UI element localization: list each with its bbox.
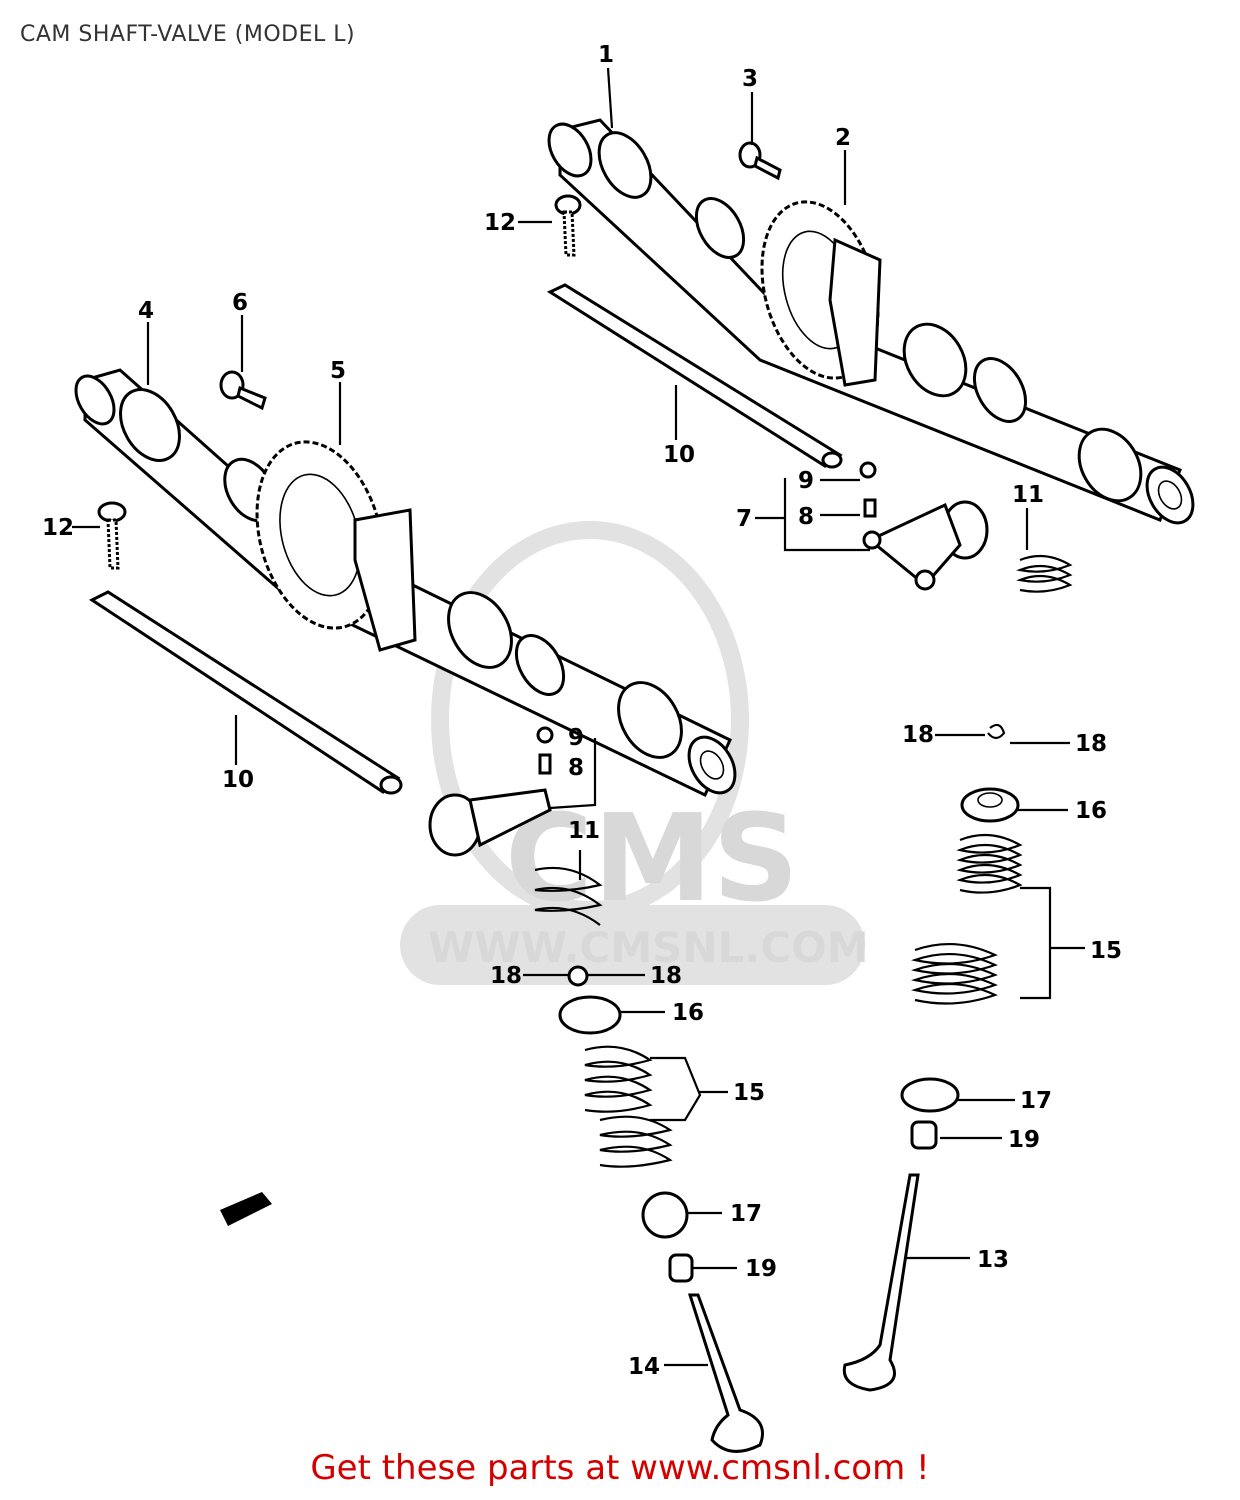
callout-18-left-a: 18 — [490, 963, 522, 989]
callout-7: 7 — [736, 506, 752, 532]
callout-18-right-a: 18 — [902, 722, 934, 748]
rocker-shaft-lower — [89, 590, 403, 795]
callout-9-upper: 9 — [798, 468, 814, 494]
bolt-6 — [219, 370, 267, 411]
callout-17-left: 17 — [730, 1201, 762, 1227]
callout-19-left: 19 — [745, 1256, 777, 1282]
front-arrow-icon — [220, 1192, 272, 1226]
callout-19-right: 19 — [1008, 1127, 1040, 1153]
callout-11-lower: 11 — [568, 818, 600, 844]
diagram-title: CAM SHAFT-VALVE (MODEL L) — [20, 22, 356, 47]
rocker-shaft-upper — [546, 283, 843, 469]
callout-18-left-b: 18 — [650, 963, 682, 989]
camshaft-upper — [547, 118, 1195, 525]
callout-13: 13 — [977, 1247, 1009, 1273]
valve-assembly-right — [842, 723, 1023, 1392]
footer-link[interactable]: Get these parts at www.cmsnl.com ! — [310, 1448, 930, 1488]
callout-8-lower: 8 — [568, 755, 584, 781]
spring-11-upper — [1016, 554, 1073, 593]
callout-3: 3 — [742, 66, 758, 92]
leader-lines — [72, 67, 1085, 1367]
callout-14: 14 — [628, 1354, 660, 1380]
watermark-banner — [400, 905, 865, 985]
callout-9-lower: 9 — [568, 725, 584, 751]
callout-10-lower: 10 — [222, 767, 254, 793]
callout-11-upper: 11 — [1012, 482, 1044, 508]
callout-6: 6 — [232, 290, 248, 316]
rocker-arm-lower — [428, 726, 554, 857]
sprocket-lower — [255, 440, 417, 652]
bolt-12-upper — [554, 194, 582, 257]
callout-4: 4 — [138, 298, 154, 324]
sprocket-upper — [760, 200, 882, 387]
cms-watermark: CMS WWW.CMSNL.COM — [400, 521, 869, 985]
callout-15-right: 15 — [1090, 938, 1122, 964]
rocker-arm-upper — [859, 461, 989, 591]
valve-assembly-left — [558, 965, 764, 1453]
callout-2: 2 — [835, 125, 851, 151]
bolt-3 — [738, 141, 782, 181]
callout-18-right-b: 18 — [1075, 731, 1107, 757]
callouts: 1 3 2 12 4 6 5 10 9 11 7 8 12 18 9 18 8 … — [42, 42, 1122, 1380]
callout-8-upper: 8 — [798, 504, 814, 530]
callout-12-lower: 12 — [42, 515, 74, 541]
callout-15-left: 15 — [733, 1080, 765, 1106]
callout-1: 1 — [598, 42, 614, 68]
bolt-12-lower — [97, 501, 127, 570]
watermark-url: WWW.CMSNL.COM — [428, 923, 869, 972]
callout-16-right: 16 — [1075, 798, 1107, 824]
callout-5: 5 — [330, 358, 346, 384]
spring-11-lower — [534, 866, 603, 926]
callout-10-upper: 10 — [663, 442, 695, 468]
callout-16-left: 16 — [672, 1000, 704, 1026]
callout-12-upper: 12 — [484, 210, 516, 236]
callout-17-right: 17 — [1020, 1088, 1052, 1114]
